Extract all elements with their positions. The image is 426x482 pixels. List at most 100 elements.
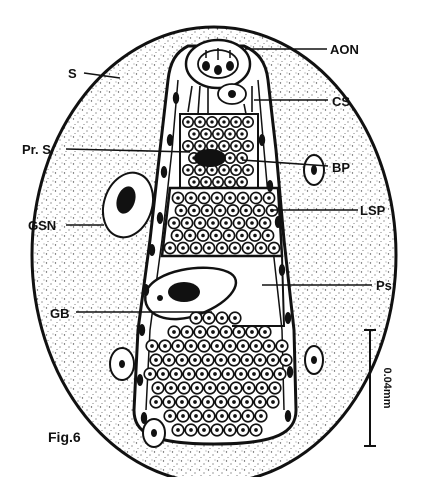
posterior-cell-nucleus [194,316,198,320]
posterior-cell-nucleus [220,414,224,418]
posterior-cell-nucleus [232,358,236,362]
posterior-cell-nucleus [267,344,271,348]
posterior-cell-nucleus [215,344,219,348]
lsp-cell-nucleus [244,209,248,213]
lsp-cell-nucleus [233,246,237,250]
bp-cell-nucleus [234,144,237,147]
aon-nucleus [214,65,222,75]
lsp-cell-nucleus [228,196,232,200]
wall-nucleus [275,216,281,228]
bp-cell-nucleus [186,120,189,123]
posterior-cell-nucleus [200,372,204,376]
posterior-cell-nucleus [211,330,215,334]
lsp-cell-nucleus [231,209,235,213]
posterior-cell-nucleus [193,400,197,404]
lsp-cell-nucleus [250,221,254,225]
sheath-nucleus-right-core [311,165,317,175]
lsp-cell-nucleus [224,221,228,225]
posterior-cell-nucleus [195,386,199,390]
lsp-cell-nucleus [211,221,215,225]
sheath-nucleus-bottom-core [151,429,157,437]
posterior-cell-nucleus [254,344,258,348]
posterior-cell-nucleus [198,330,202,334]
lsp-cell-nucleus [189,196,193,200]
posterior-cell-nucleus [163,344,167,348]
bp-cell-nucleus [228,132,231,135]
posterior-cell-nucleus [271,400,275,404]
posterior-cell-nucleus [154,400,158,404]
posterior-cell-nucleus [174,372,178,376]
wall-nucleus [167,134,173,146]
wall-nucleus [279,264,285,276]
posterior-cell-nucleus [250,330,254,334]
lsp-cell-nucleus [220,246,224,250]
posterior-cell-nucleus [189,428,193,432]
posterior-cell-nucleus [233,414,237,418]
label-gb: GB [50,306,70,321]
lsp-cell-nucleus [259,246,263,250]
bp-cell-nucleus [222,144,225,147]
lsp-cell-nucleus [168,246,172,250]
posterior-cell-nucleus [237,330,241,334]
posterior-cell-nucleus [224,330,228,334]
posterior-cell-nucleus [161,372,165,376]
posterior-cell-nucleus [189,344,193,348]
posterior-cell-nucleus [182,386,186,390]
bp-cell-nucleus [204,132,207,135]
lsp-cell-nucleus [227,234,231,238]
posterior-cell-nucleus [207,414,211,418]
wall-nucleus [157,212,163,224]
wall-nucleus [287,366,293,378]
posterior-cell-nucleus [252,372,256,376]
posterior-cell-nucleus [221,386,225,390]
bp-cell-nucleus [246,168,249,171]
wall-nucleus [139,324,145,336]
posterior-cell-nucleus [202,428,206,432]
label-gsn: GSN [28,218,56,233]
posterior-cell-nucleus [187,372,191,376]
posterior-cell-nucleus [168,414,172,418]
posterior-cell-nucleus [245,400,249,404]
posterior-cell-nucleus [241,344,245,348]
label-ps: Ps [376,278,392,293]
lsp-cell-nucleus [175,234,179,238]
posterior-cell-nucleus [215,428,219,432]
bp-cell-nucleus [192,180,195,183]
bp-cell-nucleus [204,180,207,183]
bp-cell-nucleus [198,168,201,171]
lsp-cell-nucleus [267,196,271,200]
bp-cell-nucleus [246,120,249,123]
posterior-cell-nucleus [233,316,237,320]
bp-cell-nucleus [216,132,219,135]
germ-ball-nucleolus [157,295,163,301]
wall-nucleus [143,284,149,296]
wall-nucleus [285,312,291,324]
posterior-cell-nucleus [245,358,249,362]
posterior-cell-nucleus [273,386,277,390]
posterior-cell-nucleus [176,428,180,432]
posterior-cell-nucleus [172,330,176,334]
wall-nucleus [173,92,179,104]
aon-nucleus [226,61,234,71]
bp-cell-nucleus [186,168,189,171]
posterior-cell-nucleus [228,428,232,432]
bp-cell-nucleus [222,168,225,171]
sheath-nucleus-right-low-core [311,356,317,364]
posterior-cell-nucleus [247,386,251,390]
posterior-cell-nucleus [258,358,262,362]
lsp-cell-nucleus [194,246,198,250]
posterior-cell-nucleus [167,400,171,404]
bp-cell-nucleus [240,132,243,135]
bp-cell-nucleus [228,180,231,183]
posterior-cell-nucleus [278,372,282,376]
posterior-cell-nucleus [260,386,264,390]
lsp-cell-nucleus [214,234,218,238]
lsp-cell-nucleus [241,196,245,200]
lsp-cell-nucleus [198,221,202,225]
bp-cell-nucleus [240,180,243,183]
aon-cell-nucleus [228,90,236,98]
bp-cell-nucleus [222,120,225,123]
sheath-nucleus-left-low-core [119,360,125,368]
lsp-cell-nucleus [215,196,219,200]
